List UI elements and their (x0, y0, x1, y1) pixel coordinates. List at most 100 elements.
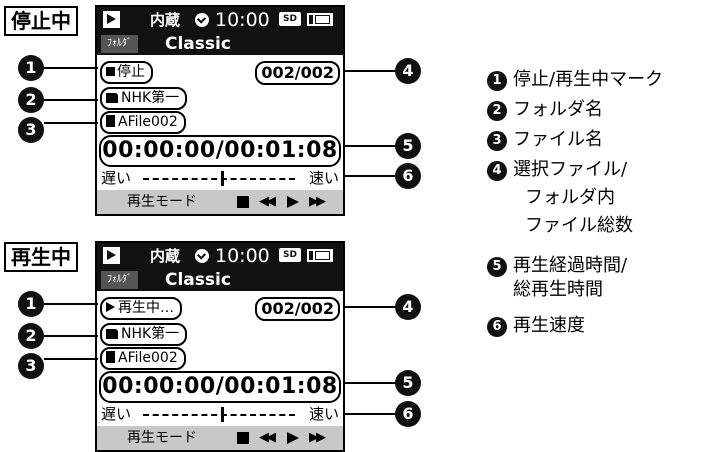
callout-4: 4 (395, 294, 421, 320)
callout-line (44, 303, 98, 305)
speed-track[interactable] (143, 414, 295, 416)
legend-text: 選択ファイル/ (513, 159, 628, 180)
callout-3: 3 (18, 353, 44, 379)
battery-icon (307, 249, 333, 262)
legend-number: 1 (487, 71, 507, 91)
alarm-icon (195, 13, 209, 27)
mode-bar: 再生モード ◀◀ ▶▶ (97, 426, 343, 450)
status-mark-label: 停止 (117, 64, 145, 80)
callout-line (44, 335, 98, 337)
sd-card-icon: SD (279, 248, 301, 262)
sd-card-icon: SD (279, 12, 301, 26)
file-icon (106, 115, 115, 127)
mode-bar: 再生モード ◀◀ ▶▶ (97, 190, 343, 214)
callout-line (343, 306, 395, 308)
legend-item-2: 2 フォルダ名 (487, 98, 663, 128)
callout-line (44, 99, 98, 101)
play-mode-icon (103, 247, 120, 264)
callout-line (343, 382, 395, 384)
callout-line (343, 70, 395, 72)
next-icon[interactable]: ▶▶ (309, 430, 326, 445)
folder-bar: ﾌｫﾙﾀﾞ Classic (97, 269, 343, 291)
callout-line (343, 413, 395, 415)
stop-icon (106, 67, 115, 76)
legend-item-4: 4 選択ファイル/ フォルダ内 ファイル総数 (487, 158, 663, 254)
device-screen-stopped: 内蔵 10:00 SD ﾌｫﾙﾀﾞ Classic 停止 002/002 NHK… (95, 5, 345, 216)
speed-row: 遅い 速い (97, 167, 343, 189)
play-mode-button[interactable]: 再生モード (127, 194, 197, 210)
previous-icon[interactable]: ◀◀ (259, 194, 276, 209)
play-mode-icon (103, 11, 120, 28)
callout-line (343, 175, 395, 177)
clock: 10:00 (215, 9, 270, 31)
file-counter: 002/002 (255, 297, 340, 321)
legend-item-1: 1 停止/再生中マーク (487, 68, 663, 98)
legend-item-5: 5 再生経過時間/ 総再生時間 (487, 254, 663, 314)
stop-button-icon[interactable] (237, 432, 249, 444)
file-name-label: AFile002 (118, 114, 178, 130)
folder-bar: ﾌｫﾙﾀﾞ Classic (97, 33, 343, 55)
speed-fast-label: 速い (308, 405, 339, 423)
legend-text: 再生経過時間/ (513, 255, 628, 276)
folder-icon (106, 93, 118, 103)
legend-item-6: 6 再生速度 (487, 314, 663, 344)
file-counter: 002/002 (255, 61, 340, 85)
status-mark: 再生中… (100, 297, 182, 320)
legend-text: フォルダ内 (525, 187, 615, 208)
folder-name-label: NHK第一 (121, 326, 180, 342)
callout-3: 3 (18, 117, 44, 143)
legend-number: 2 (487, 101, 507, 121)
folder-name-field: NHK第一 (100, 87, 188, 110)
speed-knob[interactable] (221, 171, 225, 186)
legend-number: 4 (487, 161, 507, 181)
device-screen-playing: 内蔵 10:00 SD ﾌｫﾙﾀﾞ Classic 再生中… 002/002 N… (95, 241, 345, 452)
play-mode-button[interactable]: 再生モード (127, 430, 197, 446)
legend-text: 総再生時間 (513, 279, 603, 300)
status-bar: 内蔵 10:00 SD (97, 243, 343, 269)
speed-track[interactable] (143, 178, 295, 180)
battery-icon (307, 13, 333, 26)
legend-text: 停止/再生中マーク (513, 69, 664, 90)
play-button-icon[interactable] (287, 432, 299, 444)
alarm-icon (195, 249, 209, 263)
time-display: 00:00:00/00:01:08 (99, 135, 341, 167)
legend-text: フォルダ名 (513, 99, 603, 120)
file-icon (106, 351, 115, 363)
folder-name-field: NHK第一 (100, 323, 188, 346)
legend-number: 3 (487, 131, 507, 151)
folder-tag: ﾌｫﾙﾀﾞ (101, 271, 138, 289)
stop-button-icon[interactable] (237, 196, 249, 208)
memory-indicator: 内蔵 (150, 11, 181, 29)
callout-line (343, 145, 395, 147)
state-label-stopped: 停止中 (4, 6, 78, 36)
play-button-icon[interactable] (287, 196, 299, 208)
clock: 10:00 (215, 245, 270, 267)
folder-tag: ﾌｫﾙﾀﾞ (101, 35, 138, 53)
time-display: 00:00:00/00:01:08 (99, 371, 341, 403)
folder-icon (106, 329, 118, 339)
legend-number: 6 (487, 317, 507, 337)
callout-line (44, 358, 98, 360)
memory-indicator: 内蔵 (150, 247, 181, 265)
callout-5: 5 (395, 133, 421, 159)
legend-text: 再生速度 (513, 315, 585, 336)
state-label-playing: 再生中 (4, 242, 78, 272)
speed-fast-label: 速い (308, 169, 339, 187)
next-icon[interactable]: ▶▶ (309, 194, 326, 209)
folder-title: Classic (165, 34, 231, 54)
speed-knob[interactable] (221, 407, 225, 422)
callout-line (44, 67, 98, 69)
status-mark: 停止 (100, 61, 153, 84)
legend-text: ファイル総数 (525, 215, 633, 236)
previous-icon[interactable]: ◀◀ (259, 430, 276, 445)
speed-slow-label: 遅い (101, 405, 132, 423)
folder-title: Classic (165, 270, 231, 290)
callout-1: 1 (18, 55, 44, 81)
callout-2: 2 (18, 87, 44, 113)
legend-number: 5 (487, 257, 507, 277)
status-mark-label: 再生中… (118, 300, 174, 316)
play-icon (106, 302, 115, 312)
callout-5: 5 (395, 370, 421, 396)
